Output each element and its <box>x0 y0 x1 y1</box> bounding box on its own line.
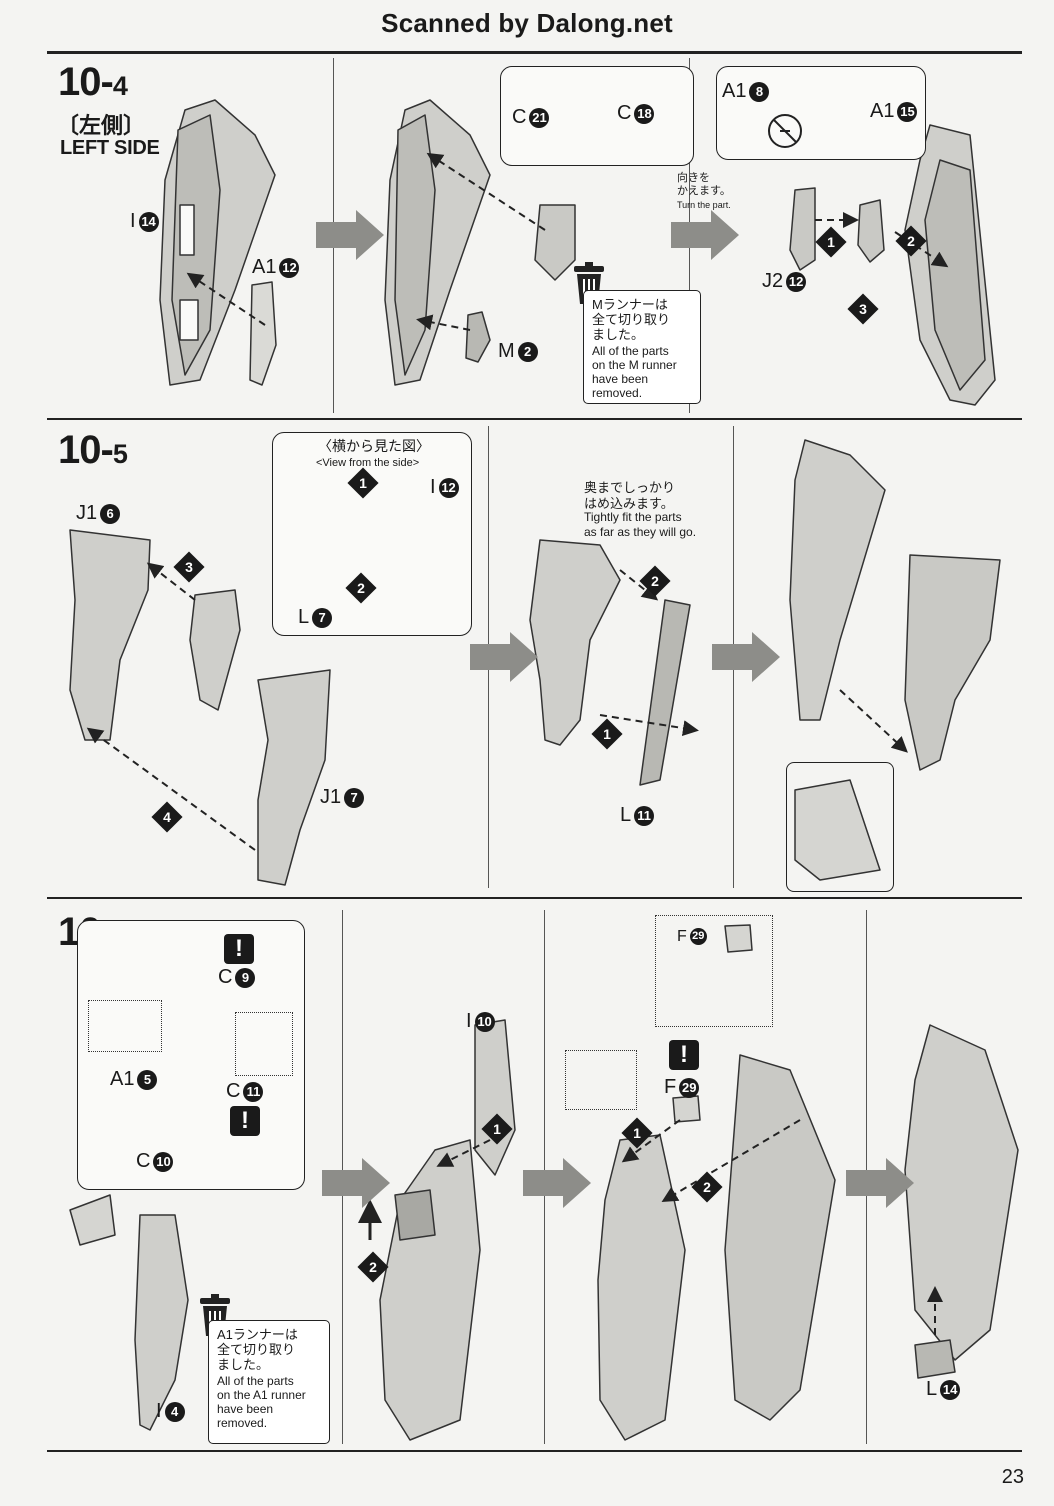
order-marker: 1 <box>347 467 379 499</box>
order-marker: 2 <box>345 572 377 604</box>
order-marker: 1 <box>621 1117 653 1149</box>
step-prefix: 10- <box>58 60 114 104</box>
side-label-en: LEFT SIDE <box>60 137 160 159</box>
side-label-jp: 〔左側〕 <box>57 113 146 138</box>
detail-box <box>565 1050 637 1110</box>
order-marker: 2 <box>691 1171 723 1203</box>
next-arrow <box>322 1158 390 1208</box>
page-number: 23 <box>1001 1466 1024 1488</box>
scanner-credit: Scanned by Dalong.net <box>381 8 673 38</box>
part-j17 <box>257 669 331 886</box>
next-arrow <box>712 632 780 682</box>
next-arrow <box>470 632 538 682</box>
order-marker: 3 <box>847 293 879 325</box>
order-marker: 3 <box>173 551 205 583</box>
order-marker: 2 <box>639 565 671 597</box>
part-j16 <box>69 529 151 741</box>
divider-10-6 <box>47 897 1022 899</box>
part-l14 <box>914 1339 956 1379</box>
runner-note-en: All of the parts on the M runner have be… <box>592 344 677 400</box>
bottom-rule <box>47 1450 1022 1452</box>
next-arrow <box>671 210 739 260</box>
fit-note-jp: 奥までしっかり はめ込みます。 <box>584 480 676 511</box>
part-i4 <box>134 1214 189 1431</box>
detail-box <box>235 1012 293 1076</box>
step-number-10-5: 10-5 <box>58 428 128 473</box>
caution-icon: ! <box>669 1040 699 1070</box>
fit-note-en: Tightly fit the parts as far as they wil… <box>584 510 697 539</box>
step-sub: 5 <box>112 439 128 469</box>
joint-assembly-callout <box>77 920 305 1190</box>
runner-removed-note-a1: A1ランナーは 全て切り取り ました。 All of the parts on … <box>208 1320 330 1444</box>
next-arrow <box>523 1158 591 1208</box>
detail-callout-a1-parts <box>716 66 926 160</box>
step-number-10-4: 10-4 <box>58 60 128 105</box>
runner-note-en: All of the parts on the A1 runner have b… <box>217 1374 306 1430</box>
side-view-callout <box>272 432 472 636</box>
part-l11 <box>639 599 691 786</box>
side-view-title-jp: 〈横から見た図〉 <box>318 438 430 454</box>
order-marker: 2 <box>357 1251 389 1283</box>
part-i10 <box>474 1019 516 1176</box>
side-view-title-en: <View from the side> <box>316 457 420 469</box>
next-arrow <box>846 1158 914 1208</box>
order-marker: 1 <box>815 226 847 258</box>
runner-note-jp: A1ランナーは 全て切り取り ました。 <box>217 1327 298 1372</box>
runner-removed-note-m: Mランナーは 全て切り取り ました。 All of the parts on t… <box>583 290 701 404</box>
detail-box <box>655 915 773 1027</box>
top-rule <box>47 51 1022 54</box>
detail-box <box>88 1000 162 1052</box>
divider-10-5 <box>47 418 1022 420</box>
step-sub: 4 <box>112 71 128 101</box>
part-j212 <box>789 187 816 271</box>
order-marker: 2 <box>895 225 927 257</box>
turn-note-jp: 向きを かえます。 <box>677 172 731 197</box>
next-arrow <box>316 210 384 260</box>
turn-note-en: Turn the part. <box>677 200 731 210</box>
part-f29 <box>672 1095 701 1123</box>
order-marker: 1 <box>591 718 623 750</box>
no-cut-icon <box>768 114 802 148</box>
order-marker: 1 <box>481 1113 513 1145</box>
caution-icon: ! <box>224 934 254 964</box>
order-marker: 4 <box>151 801 183 833</box>
part-m2 <box>465 311 491 363</box>
detail-callout-fit <box>786 762 894 892</box>
step-prefix: 10- <box>58 428 114 472</box>
runner-note-jp: Mランナーは 全て切り取り ました。 <box>592 297 671 342</box>
frame-part-a112 <box>249 281 277 386</box>
part-i12 <box>189 589 241 711</box>
caution-icon: ! <box>230 1106 260 1136</box>
